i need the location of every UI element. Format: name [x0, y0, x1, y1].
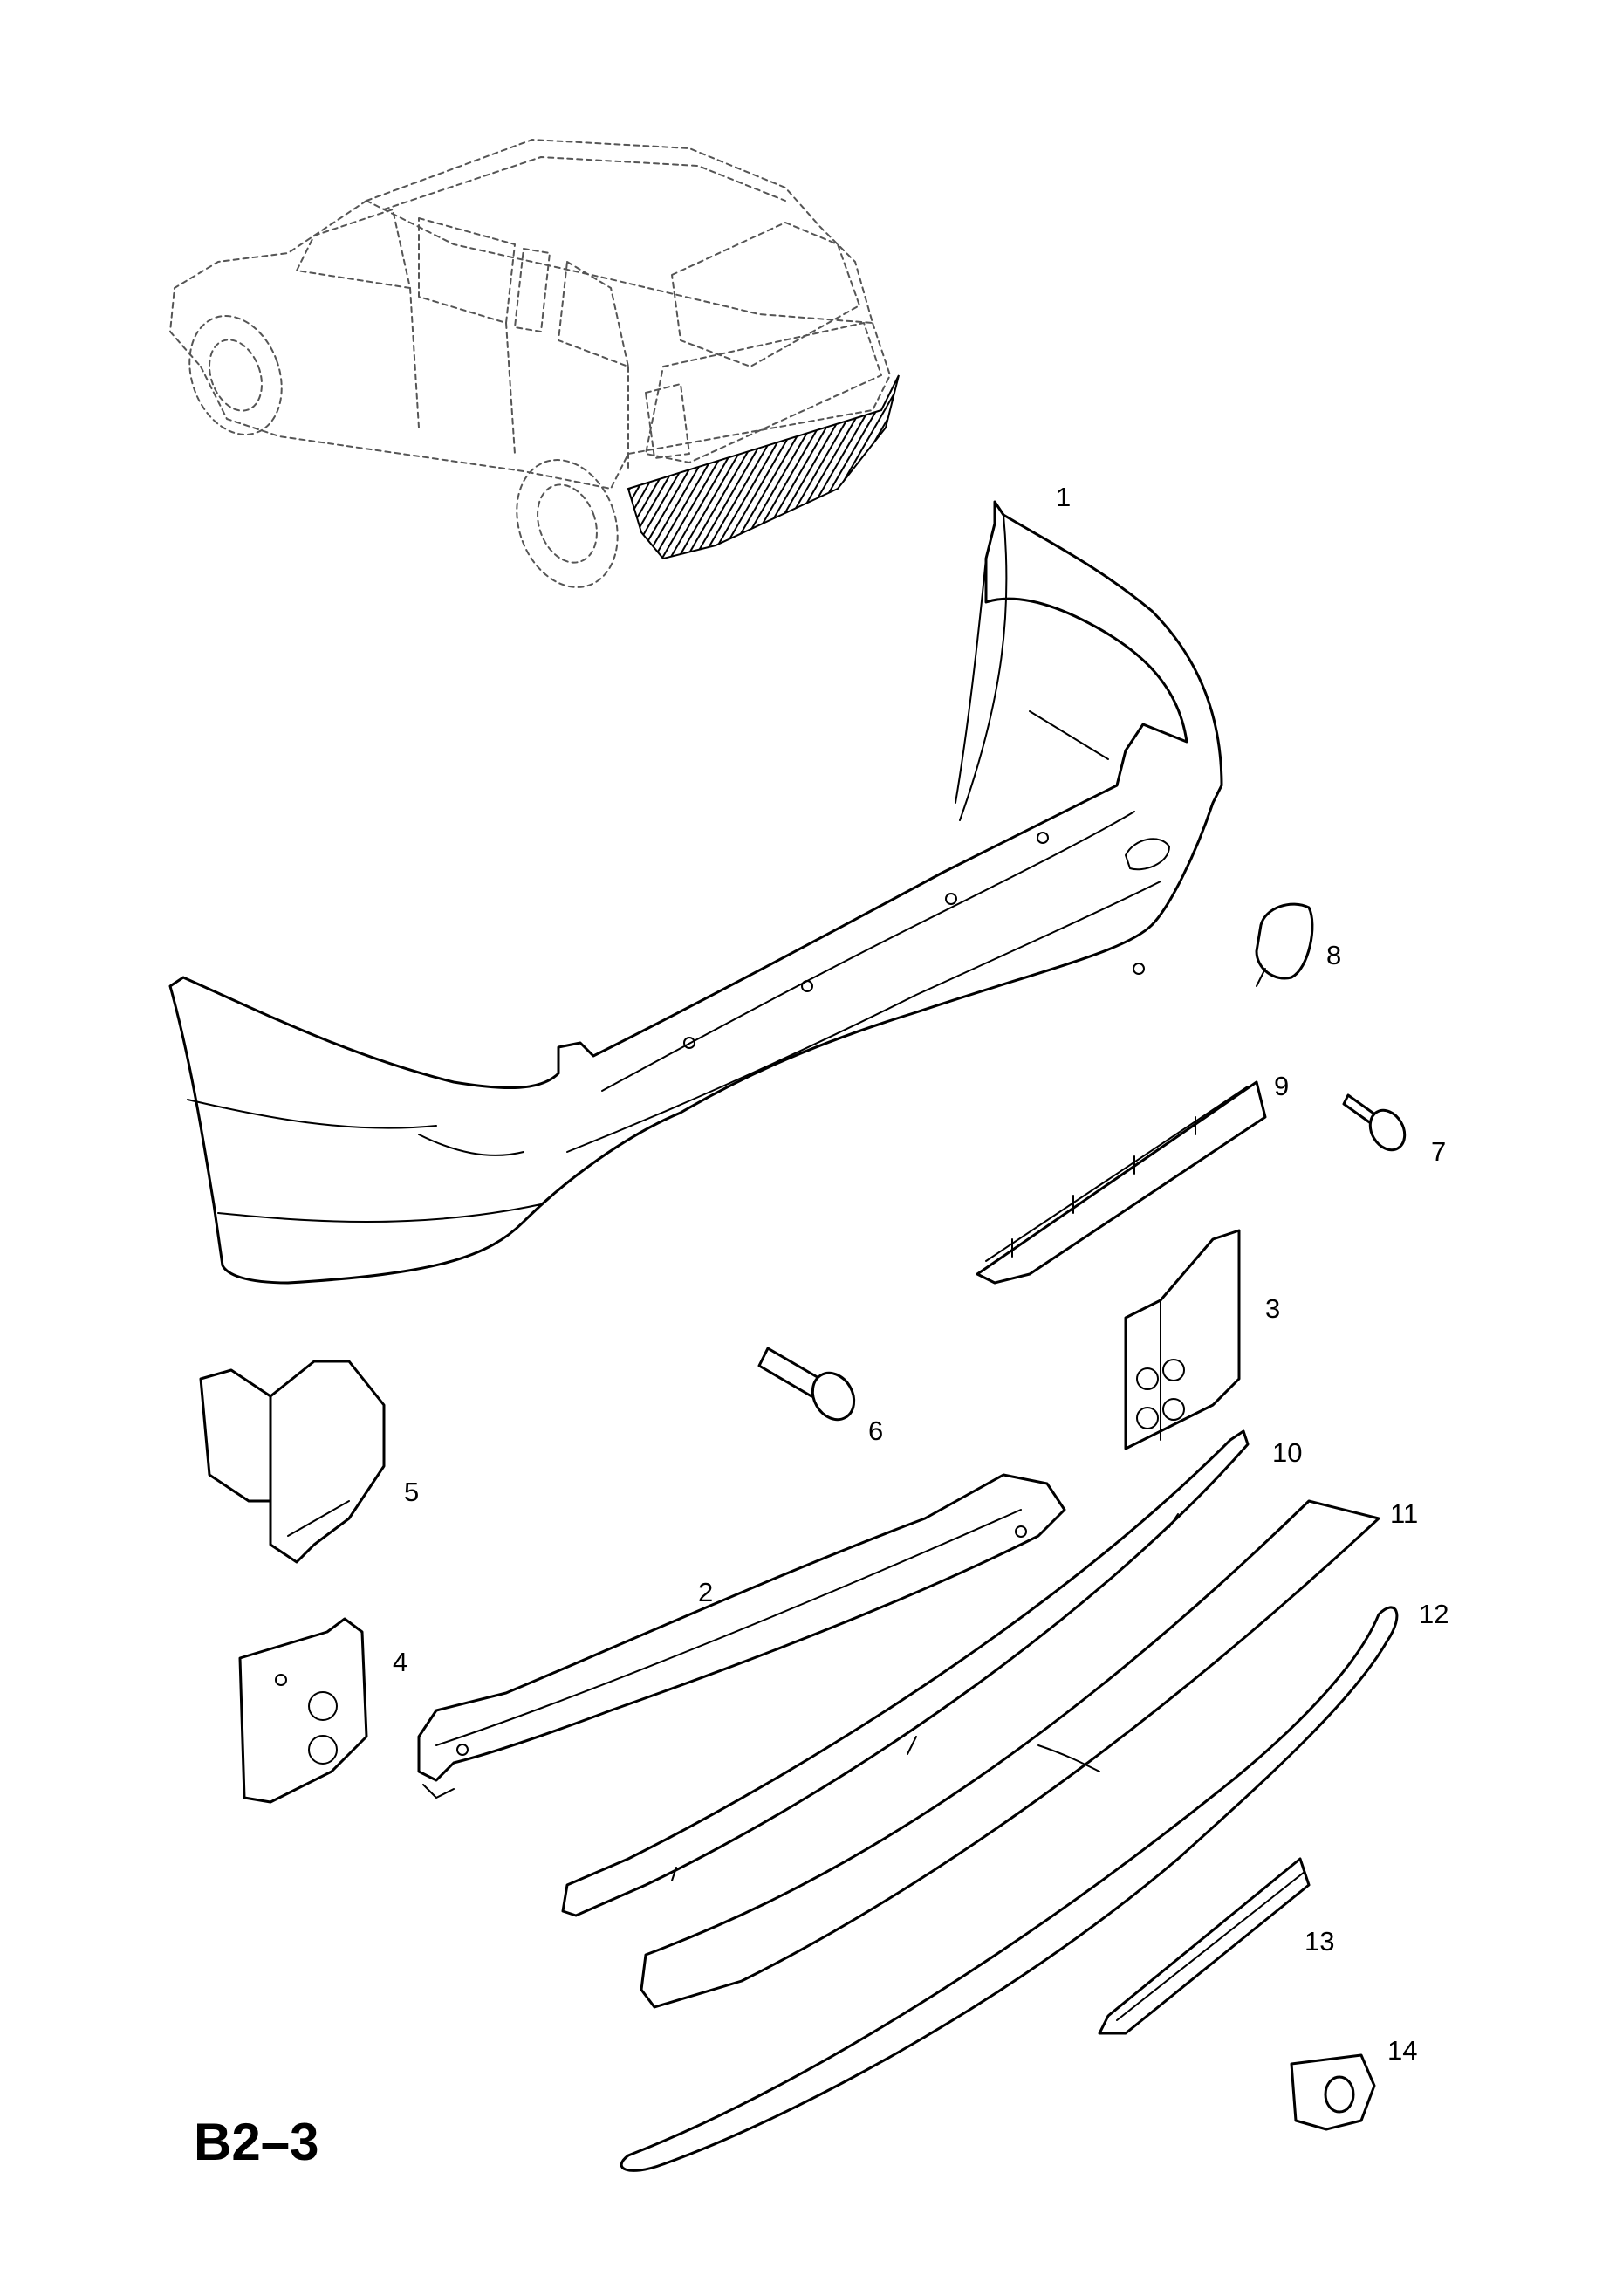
part-3-bracket-right: [1124, 1229, 1241, 1450]
callout-13: 13: [1305, 1926, 1334, 1957]
callout-3: 3: [1265, 1293, 1280, 1324]
part-7-screw: [1342, 1093, 1407, 1152]
callout-12: 12: [1419, 1599, 1448, 1629]
part-5-bracket-left: [199, 1360, 386, 1564]
callout-7: 7: [1431, 1136, 1446, 1167]
callout-6: 6: [868, 1415, 883, 1446]
part-4-bracket-lower-left: [238, 1617, 368, 1804]
page-code: B2–3: [194, 2113, 318, 2171]
callout-14: 14: [1387, 2035, 1417, 2066]
callout-11: 11: [1390, 1498, 1418, 1529]
callout-10: 10: [1272, 1437, 1302, 1468]
part-11-moulding-wide: [640, 1499, 1380, 2009]
part-14-clip: [1290, 2053, 1376, 2131]
part-10-moulding-strip: [561, 1429, 1250, 1917]
callout-9: 9: [1274, 1071, 1289, 1101]
part-1-rear-bumper: [168, 500, 1223, 1285]
callout-1: 1: [1056, 482, 1071, 512]
part-6-bolt: [757, 1347, 856, 1422]
callout-4: 4: [393, 1647, 407, 1677]
part-12-moulding-lower: [620, 1606, 1399, 2172]
part-13-bracket-strip: [1098, 1857, 1311, 2035]
callout-5: 5: [404, 1477, 419, 1507]
part-2-reinforcement-beam: [417, 1473, 1066, 1799]
callout-2: 2: [698, 1577, 713, 1607]
part-8-tow-eye-cover: [1255, 902, 1314, 987]
part-9-bracket: [976, 1080, 1267, 1285]
highlighted-rear-bumper: [627, 374, 900, 560]
vehicle-overview: [169, 139, 900, 588]
callout-8: 8: [1326, 940, 1341, 970]
